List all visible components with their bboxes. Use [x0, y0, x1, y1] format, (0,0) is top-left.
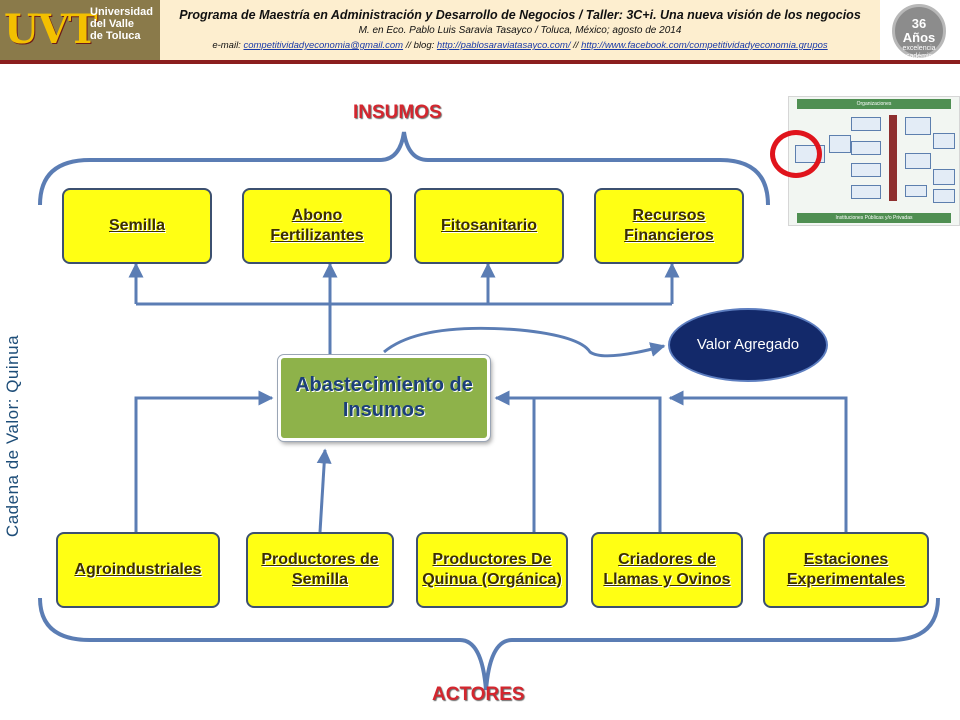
program-title: Programa de Maestría en Administración y…	[179, 8, 861, 22]
thumbnail-node	[905, 185, 927, 197]
thumbnail-node	[905, 117, 931, 135]
contact-line: e-mail: competitividadyeconomia@gmail.co…	[160, 40, 880, 51]
actor-criadores-de-llamas-y-ovinos: Criadores de Llamas y Ovinos	[591, 532, 743, 608]
highlight-ring-icon	[770, 130, 822, 178]
thumbnail-node	[851, 141, 881, 155]
thumbnail-bottom-bar: Instituciones Públicas y/o Privadas	[797, 213, 951, 223]
actor-agroindustriales: Agroindustriales	[56, 532, 220, 608]
insumo-recursos-financieros: Recursos Financieros	[594, 188, 744, 264]
header-divider	[0, 60, 960, 64]
email-link[interactable]: competitividadyeconomia@gmail.com	[243, 40, 404, 51]
header-banner: Programa de Maestría en Administración y…	[160, 0, 880, 60]
insumos-label: INSUMOS	[353, 102, 442, 123]
thumbnail-node	[851, 163, 881, 177]
value-chain-label: Cadena de Valor: Quinua	[3, 334, 22, 538]
separator: // blog:	[403, 40, 437, 51]
logo-mark: UVT	[4, 6, 98, 53]
actores-brace	[38, 597, 940, 691]
actor-productores-de-quinua: Productores De Quinua (Orgánica)	[416, 532, 568, 608]
thumbnail-node	[851, 117, 881, 131]
blog-link[interactable]: http://pablosaraviatasayco.com/	[436, 40, 571, 51]
separator: //	[570, 40, 582, 51]
arrow-to-valor	[383, 326, 666, 358]
insumos-brace	[38, 131, 770, 206]
actor-estaciones-experimentales: Estaciones Experimentales	[763, 532, 929, 608]
facebook-link[interactable]: http://www.facebook.com/competitividadye…	[581, 40, 828, 51]
arrow-from-productores-quinua	[494, 390, 536, 532]
actor-productores-de-semilla: Productores de Semilla	[246, 532, 394, 608]
email-prefix: e-mail:	[212, 40, 244, 51]
logo-line: de Toluca	[90, 30, 141, 42]
logo-line: del Valle	[90, 18, 135, 30]
badge-text: excelencia académica	[902, 45, 936, 60]
arrow-from-agroindustriales	[134, 390, 274, 532]
thumbnail-top-bar: Organizaciones	[797, 99, 951, 109]
arrow-from-productores-semilla	[316, 448, 332, 533]
thumbnail-node	[905, 153, 931, 169]
actores-label: ACTORES	[432, 684, 525, 705]
insumo-semilla: Semilla	[62, 188, 212, 264]
arrow-from-estaciones	[668, 390, 848, 532]
thumbnail-column	[889, 115, 897, 201]
logo-university-name: Universidad del Valle de Toluca	[90, 6, 158, 42]
insumo-fitosanitario: Fitosanitario	[414, 188, 564, 264]
thumbnail-node	[851, 185, 881, 199]
thumbnail-node	[933, 169, 955, 185]
logo-line: Universidad	[90, 6, 153, 18]
badge-number: 36 Años	[902, 16, 936, 45]
arrow-from-criadores	[500, 396, 662, 532]
valor-agregado: Valor Agregado	[668, 308, 828, 382]
abastecimiento-de-insumos: Abastecimiento de Insumos	[278, 355, 490, 441]
thumbnail-node	[933, 189, 955, 203]
author-line: M. en Eco. Pablo Luis Saravia Tasayco / …	[358, 25, 682, 36]
insumo-abono-fertilizantes: Abono Fertilizantes	[242, 188, 392, 264]
anniversary-badge: 36 Años excelencia académica	[892, 4, 946, 60]
thumbnail-node	[829, 135, 851, 153]
uvt-logo: UVT Universidad del Valle de Toluca	[0, 0, 160, 60]
thumbnail-node	[933, 133, 955, 149]
